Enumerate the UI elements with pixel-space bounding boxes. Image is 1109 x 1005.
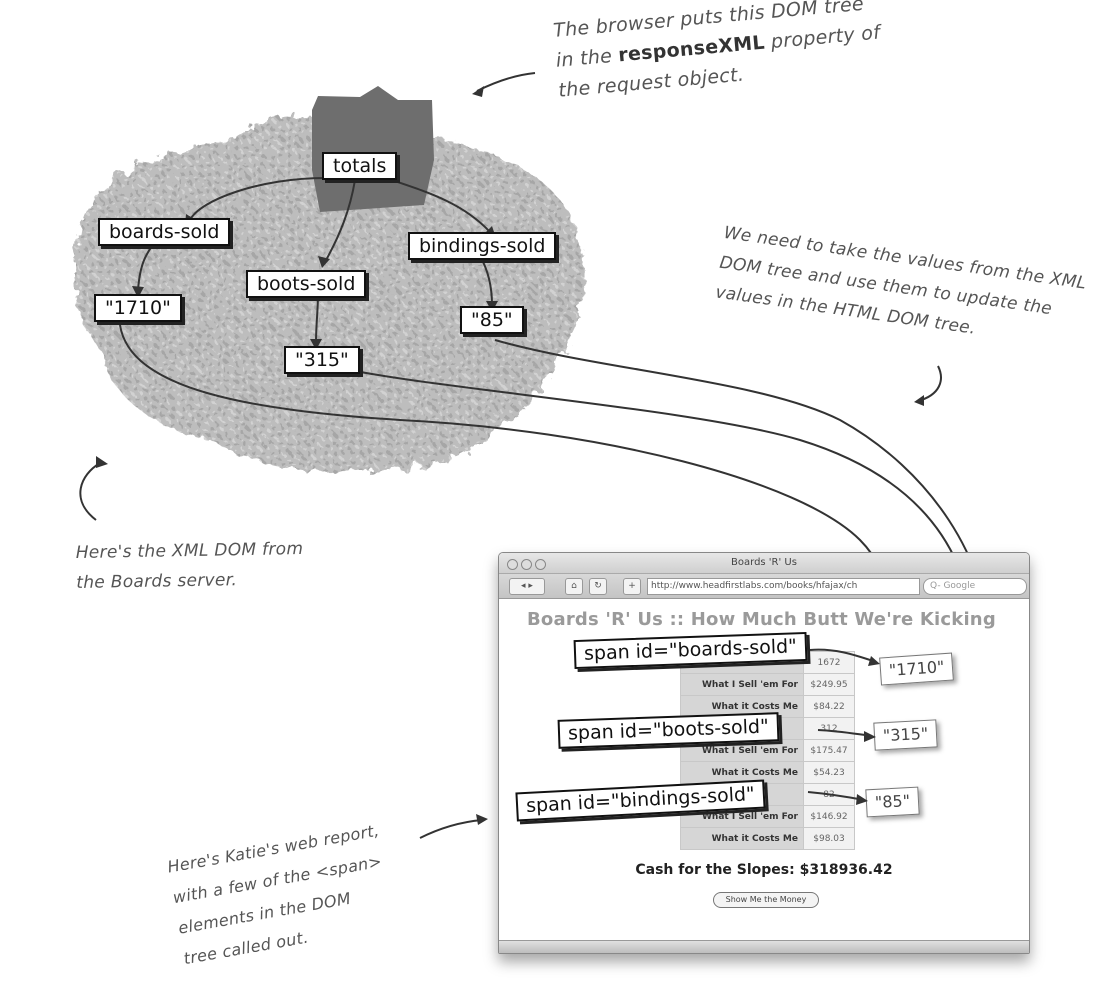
minimize-window-button[interactable] — [521, 559, 532, 570]
close-window-button[interactable] — [507, 559, 518, 570]
row-label: What it Costs Me — [680, 827, 804, 850]
reload-icon[interactable]: ↻ — [589, 578, 607, 595]
address-bar[interactable]: http://www.headfirstlabs.com/books/hfaja… — [647, 578, 920, 595]
row-value: 1672 — [803, 651, 855, 674]
zoom-window-button[interactable] — [535, 559, 546, 570]
row-value: 312 — [803, 717, 855, 740]
tree-trunk-top — [312, 86, 434, 212]
xml-node-bindings-sold: bindings-sold — [408, 232, 557, 260]
xml-node-bindings-value: "85" — [460, 306, 524, 334]
value-tag-bindings: "85" — [865, 786, 920, 818]
search-field[interactable]: Q- Google — [923, 578, 1027, 595]
value-tag-boards: "1710" — [879, 652, 955, 686]
xml-node-totals: totals — [322, 152, 398, 180]
annotation-xml-dom: Here's the XML DOM from the Boards serve… — [75, 534, 304, 598]
table-row: What it Costs Me$54.23 — [680, 761, 855, 784]
page-heading: Boards 'R' Us :: How Much Butt We're Kic… — [527, 609, 996, 630]
row-value: 82 — [803, 783, 855, 806]
cash-total: Cash for the Slopes: $318936.42 — [635, 862, 893, 878]
table-row: What it Costs Me$98.03 — [680, 827, 855, 850]
annotation-line: Here's the XML DOM from — [75, 539, 304, 563]
xml-node-boards-sold: boards-sold — [98, 218, 231, 246]
row-value: $98.03 — [803, 827, 855, 850]
table-row: What I Sell 'em For$249.95 — [680, 673, 855, 696]
row-value: $84.22 — [803, 695, 855, 718]
browser-status-bar — [499, 940, 1029, 953]
value-tag-boots: "315" — [873, 719, 938, 751]
row-value: $175.47 — [803, 739, 855, 762]
annotation-text: property of — [763, 21, 881, 54]
browser-window: Boards 'R' Us ◂ ▸ ⌂ ↻ + http://www.headf… — [498, 552, 1030, 954]
row-value: $54.23 — [803, 761, 855, 784]
row-value: $146.92 — [803, 805, 855, 828]
browser-toolbar: ◂ ▸ ⌂ ↻ + http://www.headfirstlabs.com/b… — [499, 574, 1029, 599]
home-icon[interactable]: ⌂ — [565, 578, 583, 595]
window-controls — [507, 558, 549, 578]
xml-node-boots-sold: boots-sold — [246, 270, 367, 298]
row-label: What I Sell 'em For — [680, 673, 804, 696]
xml-node-boots-value: "315" — [284, 346, 360, 374]
annotation-text: in the — [554, 44, 620, 72]
annotation-line: the Boards server. — [76, 570, 238, 593]
browser-window-title: Boards 'R' Us — [731, 557, 797, 568]
xml-node-boards-value: "1710" — [94, 294, 182, 322]
show-money-button[interactable]: Show Me the Money — [713, 892, 819, 908]
add-bookmark-icon[interactable]: + — [623, 578, 641, 595]
row-value: $249.95 — [803, 673, 855, 696]
table-row: What I Sell 'em For$146.92 — [680, 805, 855, 828]
table-row: What I Sell 'em For$175.47 — [680, 739, 855, 762]
back-forward-button[interactable]: ◂ ▸ — [509, 578, 545, 595]
browser-titlebar: Boards 'R' Us — [499, 553, 1029, 574]
